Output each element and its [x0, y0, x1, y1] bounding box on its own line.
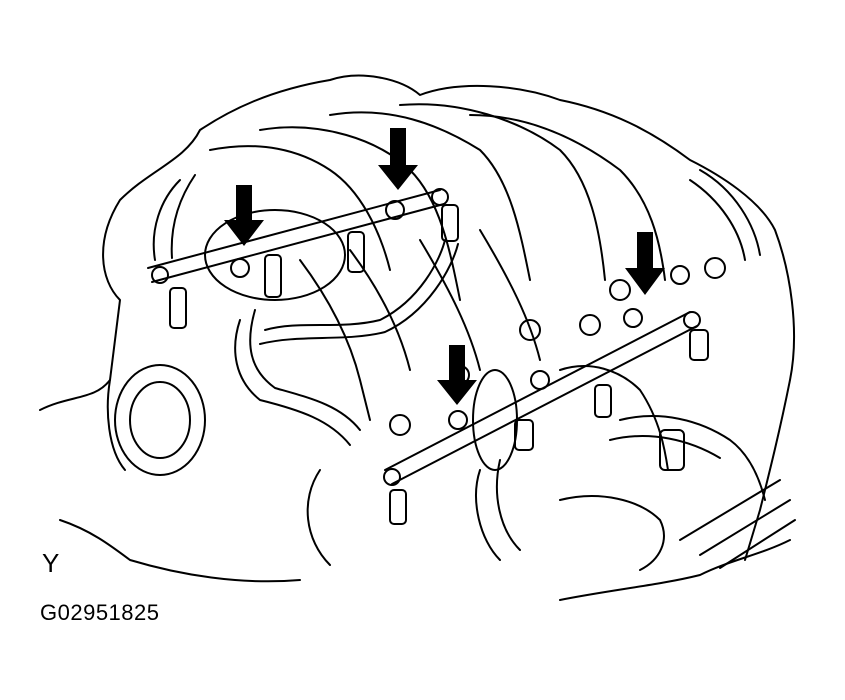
callout-arrow-1	[224, 185, 264, 246]
callout-arrows	[224, 128, 665, 405]
figure-code: G02951825	[40, 600, 160, 625]
callout-arrow-3	[625, 232, 665, 295]
view-label: Y	[42, 548, 60, 578]
callout-arrow-2	[378, 128, 418, 190]
engine-outline	[39, 74, 796, 601]
callout-arrow-4	[437, 345, 477, 405]
